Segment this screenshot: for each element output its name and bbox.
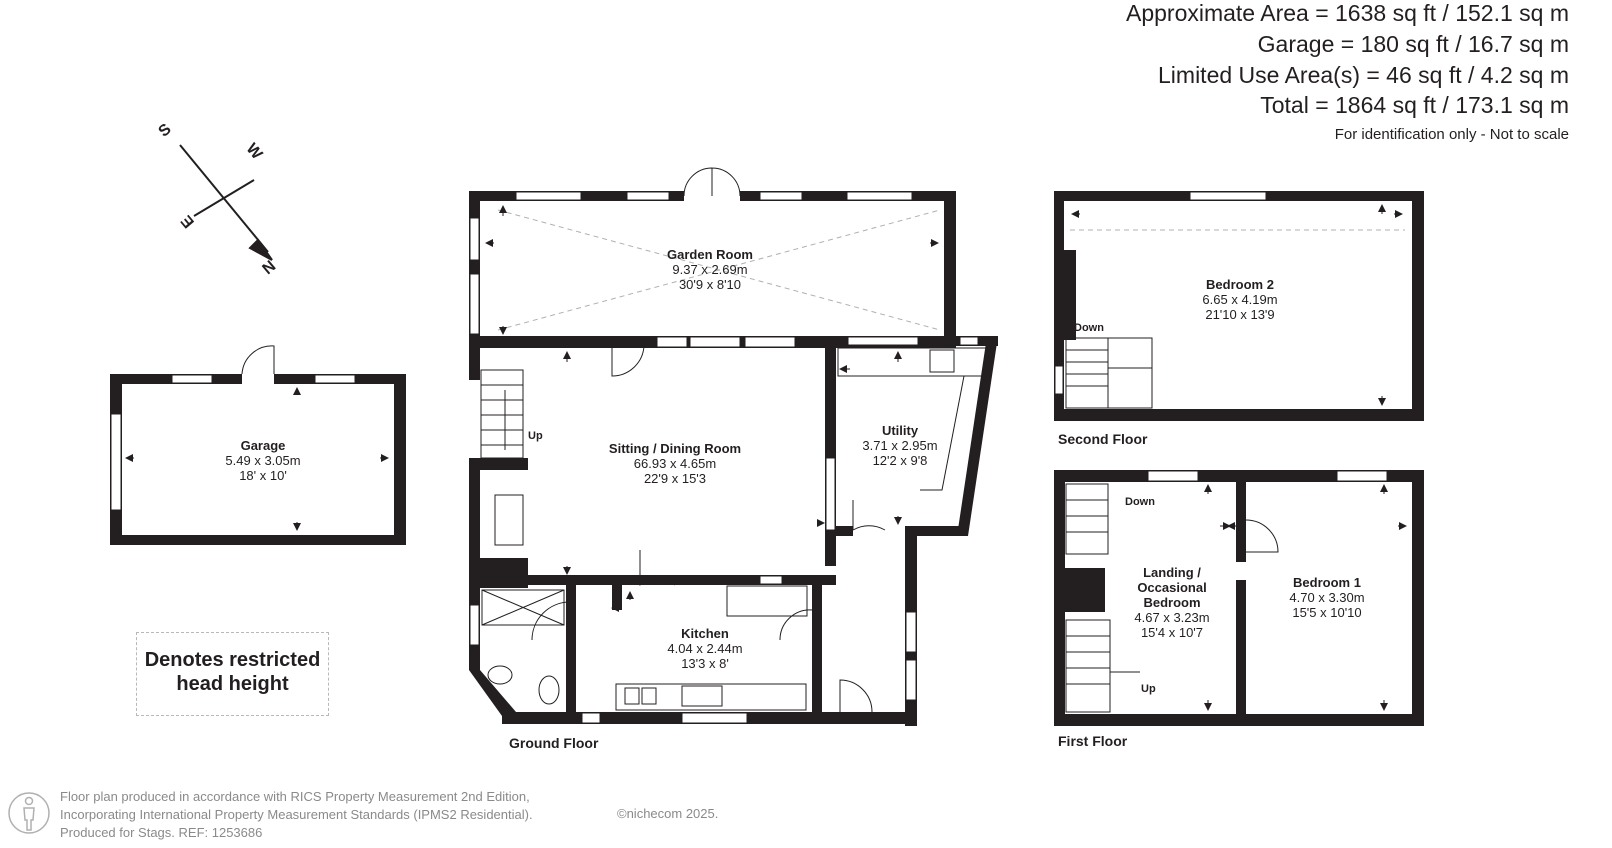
total-area: Total = 1864 sq ft / 173.1 sq m [1260, 92, 1569, 118]
stairs-up-first: Up [1141, 683, 1156, 695]
restricted-height-legend: Denotes restricted head height [136, 632, 329, 716]
garage-area: Garage = 180 sq ft / 16.7 sq m [1257, 31, 1569, 57]
approximate-area: Approximate Area = 1638 sq ft / 152.1 sq… [1125, 0, 1569, 26]
stairs-down-second: Down [1074, 322, 1104, 334]
identification-note: For identification only - Not to scale [1334, 126, 1569, 143]
first-floor-walls [1054, 470, 1424, 726]
sitting-room-label: Sitting / Dining Room 66.93 x 4.65m 22'9… [608, 441, 742, 486]
stairs-up-ground: Up [528, 430, 543, 442]
legend-line-1: Denotes restricted [144, 649, 321, 671]
kitchen-label: Kitchen 4.04 x 2.44m 13'3 x 8' [667, 626, 743, 671]
garden-room-label: Garden Room 9.37 x 2.69m 30'9 x 8'10 [667, 247, 753, 292]
second-floor-label: Second Floor [1058, 431, 1148, 447]
first-floor-label: First Floor [1058, 733, 1128, 749]
landing-label: Landing / Occasional Bedroom 4.67 x 3.23… [1134, 565, 1210, 640]
person-icon [8, 792, 50, 834]
garage-label: Garage 5.49 x 3.05m 18' x 10' [225, 438, 301, 483]
footer-line-2: Incorporating International Property Mea… [60, 807, 533, 822]
limited-use-area: Limited Use Area(s) = 46 sq ft / 4.2 sq … [1158, 62, 1569, 88]
bedroom-2-label: Bedroom 2 6.65 x 4.19m 21'10 x 13'9 [1202, 277, 1278, 322]
utility-label: Utility 3.71 x 2.95m 12'2 x 9'8 [862, 423, 938, 468]
compass-icon [179, 144, 273, 261]
copyright: ©nichecom 2025. [617, 806, 719, 821]
stairs-down-first: Down [1125, 496, 1155, 508]
footer-line-3: Produced for Stags. REF: 1253686 [60, 825, 263, 840]
bedroom-1-label: Bedroom 1 4.70 x 3.30m 15'5 x 10'10 [1289, 575, 1365, 620]
footer-line-1: Floor plan produced in accordance with R… [60, 789, 530, 804]
legend-line-2: head height [176, 673, 289, 695]
footer-text: Floor plan produced in accordance with R… [60, 788, 533, 842]
ground-floor-label: Ground Floor [509, 735, 599, 751]
